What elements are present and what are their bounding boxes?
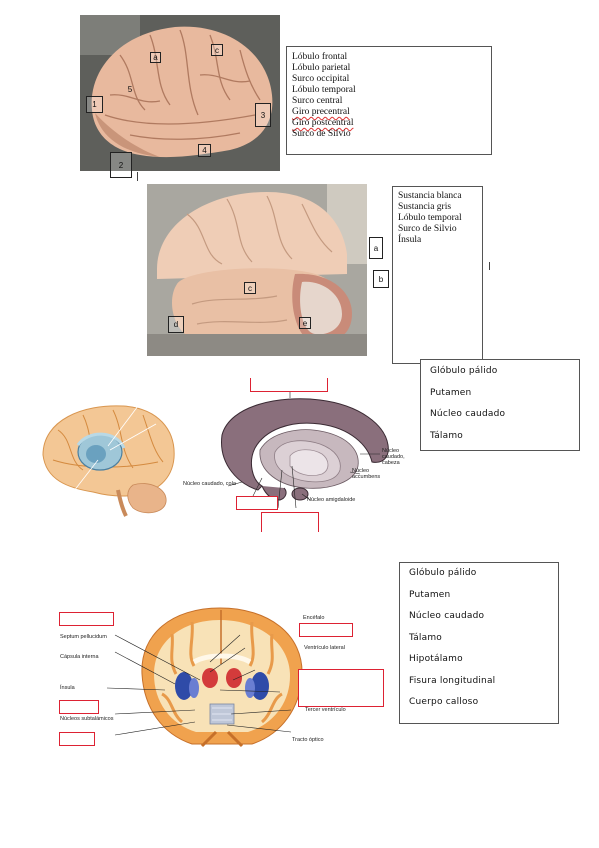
word-item: Tálamo [430,430,464,441]
word-item: Cuerpo calloso [409,697,479,707]
word-item: Núcleo caudado [430,409,506,419]
word-item: Glóbulo pálido [430,366,498,376]
label-1[interactable]: 1 [86,96,103,113]
label-c[interactable]: c [211,44,223,56]
brain-dissected-illustration [147,184,367,356]
caption-caudado-cola: Núcleo caudado, cola [183,481,236,487]
caption-encefalo: Encéfalo [303,615,325,621]
word-bank-1: Lóbulo frontal Lóbulo parietal Surco occ… [286,46,492,155]
word-item: Putamen [430,387,472,398]
word-item: Giro precentral [292,107,350,117]
word-item: Lóbulo parietal [292,63,351,73]
answer-box[interactable] [261,512,319,532]
label-d[interactable]: d [168,316,184,333]
word-item: Hipotálamo [409,654,463,664]
caption-tercer-ventriculo: Tercer ventrículo [305,707,346,713]
word-item: Glóbulo pálido [409,568,477,578]
word-item: Surco de Silvio [292,129,351,139]
word-item: Ínsula [398,235,422,245]
label-5[interactable]: 5 [127,84,133,94]
label-2[interactable]: 2 [110,152,132,178]
brain-lateral-illustration [80,15,280,171]
word-bank-2: Sustancia blanca Sustancia gris Lóbulo t… [392,186,483,364]
word-item: Giro postcentral [292,118,354,128]
label-a[interactable]: a [150,52,161,63]
caption-tracto-optico: Tracto óptico [292,737,324,743]
word-bank-3: Glóbulo pálido Putamen Núcleo caudado Tá… [420,359,580,451]
word-item: Surco central [292,96,343,106]
caption-capsula: Cápsula interna [60,654,99,660]
text-cursor [489,262,490,270]
caption-caudado-cabeza: Núcleo caudado, cabeza [382,448,405,466]
caption-amigdaloide: Núcleo amigdaloide [307,497,356,503]
coronal-section-illustration [141,607,303,748]
brain-basal-ganglia-illustration [42,405,175,517]
caption-insula: Ínsula [60,685,75,691]
word-bank-4: Glóbulo pálido Putamen Núcleo caudado Tá… [399,562,559,724]
answer-box[interactable] [298,669,384,707]
answer-box[interactable] [59,612,114,626]
label-3[interactable]: 3 [255,103,271,127]
label-4[interactable]: 4 [198,144,211,157]
caption-septum: Septum pellucidum [60,634,107,640]
caption-subtalamicos: Núcleos subtalámicos [60,716,114,722]
coronal-leader-lines [106,634,356,736]
brain-lateral-photo [80,15,280,171]
word-item: Surco de Silvio [398,224,457,234]
word-item: Lóbulo temporal [398,213,462,223]
word-item: Lóbulo frontal [292,52,348,62]
word-item: Putamen [409,589,451,600]
label-a[interactable]: a [369,237,383,259]
word-item: Lóbulo temporal [292,85,356,95]
basal-ganglia-diagram [221,390,389,509]
answer-box[interactable] [236,496,278,510]
label-e[interactable]: e [299,317,311,329]
answer-box[interactable] [299,623,353,637]
word-item: Surco occipital [292,74,350,84]
answer-box[interactable] [59,700,99,714]
word-item: Sustancia gris [398,202,452,212]
word-item: Tálamo [409,632,443,643]
word-item: Núcleo caudado [409,611,485,621]
caption-accumbens: Núcleo accumbens [352,468,381,480]
answer-box[interactable] [250,378,328,392]
brain-dissected-photo [147,184,367,356]
answer-box[interactable] [59,732,95,746]
word-item: Sustancia blanca [398,191,462,201]
text-cursor [137,172,138,181]
word-item: Fisura longitudinal [409,675,496,686]
label-c[interactable]: c [244,282,256,294]
caption-ventriculo-lateral: Ventrículo lateral [304,645,345,651]
label-b[interactable]: b [373,270,389,288]
